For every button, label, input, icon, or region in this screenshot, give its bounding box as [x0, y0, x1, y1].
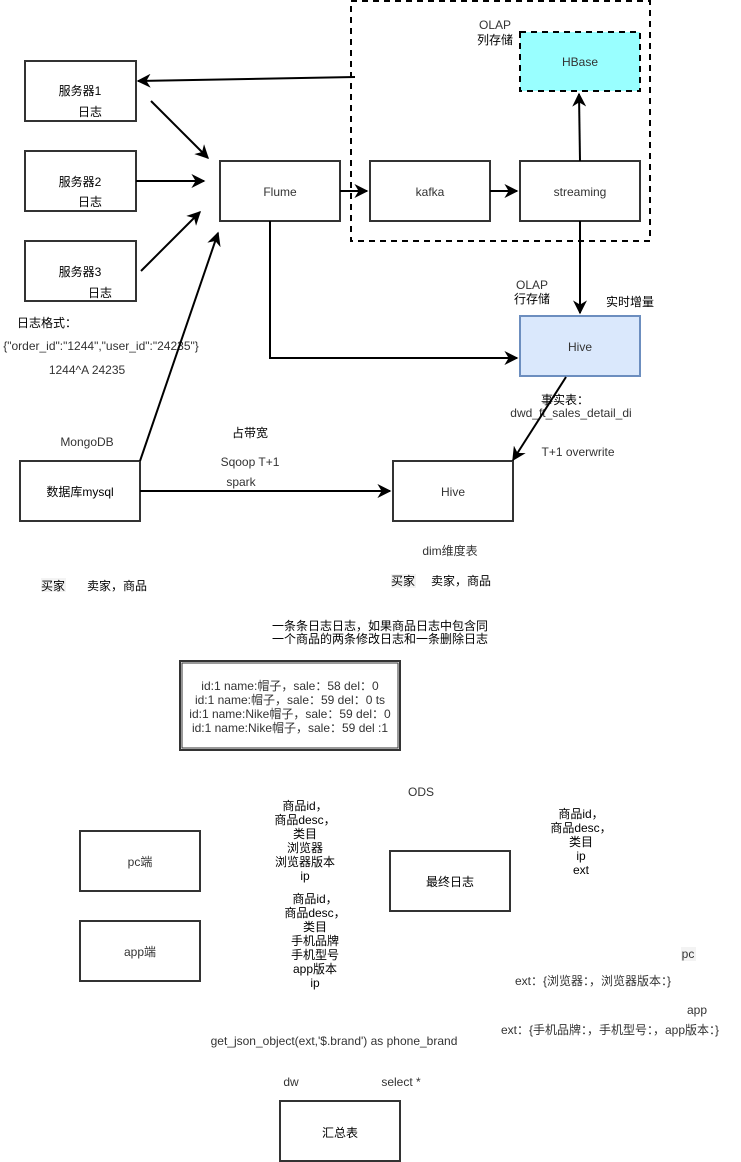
server1-label: 服务器1: [59, 83, 102, 98]
streaming-node[interactable]: streaming: [519, 160, 641, 222]
field-item: 类目: [569, 835, 593, 849]
hbase-box: [519, 31, 641, 92]
hive-realtime-node[interactable]: Hive: [519, 315, 641, 377]
log-format-json: {"order_id":"1244","user_id":"24235"}: [3, 339, 199, 353]
ods-label: ODS: [408, 785, 434, 799]
summary-table-label: 汇总表: [322, 1126, 358, 1140]
pc-label: pc端: [128, 855, 153, 869]
field-item: 商品id，: [558, 806, 603, 821]
field-item: 商品desc，: [550, 820, 611, 835]
field-item: ext: [573, 863, 590, 877]
field-item: ip: [576, 849, 586, 863]
server2-node[interactable]: 服务器2 日志: [24, 150, 137, 212]
server1-node[interactable]: 服务器1 日志: [24, 60, 137, 122]
server2-sublabel: 日志: [78, 195, 102, 209]
streaming-label: streaming: [554, 185, 607, 199]
field-item: 类目: [303, 920, 327, 934]
summary-table-node[interactable]: 汇总表: [279, 1100, 401, 1162]
edge-mysql-to-flume[interactable]: [139, 231, 221, 462]
sqoop-label: Sqoop T+1: [221, 455, 280, 469]
hbase-label: HBase: [562, 55, 598, 69]
realtime-group-container[interactable]: [350, 0, 651, 242]
left-buyer-label: 买家: [41, 578, 65, 593]
field-item: ip: [310, 976, 320, 990]
realtime-increment-label: 实时增量: [606, 294, 654, 309]
server3-node[interactable]: 服务器3 日志: [24, 240, 137, 302]
left-seller-label: 卖家，商品: [87, 578, 147, 593]
final-log-label: 最终日志: [426, 874, 474, 889]
flume-label: Flume: [263, 185, 297, 199]
flume-node[interactable]: Flume: [219, 160, 341, 222]
pc-node[interactable]: pc端: [79, 830, 201, 892]
app-label: app端: [124, 945, 156, 959]
mysql-label: 数据库mysql: [46, 484, 113, 499]
log-format-raw: 1244^A 24235: [49, 363, 126, 377]
mysql-node[interactable]: 数据库mysql: [19, 460, 141, 522]
right-seller-label: 卖家，商品: [431, 573, 491, 588]
field-item: 类目: [293, 827, 317, 841]
field-item: 浏览器版本: [275, 854, 335, 869]
right-buyer-label: 买家: [391, 573, 415, 588]
dw-label: dw: [283, 1075, 299, 1089]
fact-table-name: dwd_ft_sales_detail_di: [510, 406, 631, 420]
hive-dim-label: Hive: [441, 485, 465, 499]
app-ext-label: ext：{手机品牌：，手机型号：，app版本：}: [501, 1023, 719, 1037]
server2-label: 服务器2: [59, 174, 102, 189]
server3-label: 服务器3: [59, 264, 102, 279]
t1-overwrite-label: T+1 overwrite: [541, 445, 614, 459]
final-log-node[interactable]: 最终日志: [389, 850, 511, 912]
edge-realtime-to-server1[interactable]: [136, 73, 356, 88]
app-tag: app: [687, 1003, 707, 1017]
edge-hive-to-hive-dim[interactable]: [512, 376, 567, 462]
edge-server3-to-flume[interactable]: [140, 211, 201, 272]
hbase-node[interactable]: HBase: [519, 31, 641, 92]
log-format-title: 日志格式：: [17, 315, 77, 330]
get-json-label: get_json_object(ext,'$.brand') as phone_…: [211, 1034, 458, 1048]
log-record: id:1 name:帽子，sale：58 del：0: [201, 678, 379, 693]
kafka-label: kafka: [416, 185, 445, 199]
edge-flume-to-hive[interactable]: [269, 221, 519, 365]
dim-table-label: dim维度表: [422, 543, 477, 558]
pc-tag-highlight: [681, 947, 696, 961]
app-node[interactable]: app端: [79, 920, 201, 982]
olap-column-label: OLAP: [479, 18, 511, 32]
edge-streaming-to-hbase[interactable]: [572, 92, 587, 162]
right-buyer-highlight: [391, 574, 416, 588]
log-record: id:1 name:帽子，sale：59 del：0 ts: [195, 692, 385, 707]
kafka-node[interactable]: kafka: [369, 160, 491, 222]
log-note-line1: 一条条日志日志，如果商品日志中包含同: [272, 618, 488, 633]
field-item: ip: [300, 869, 310, 883]
field-item: 商品id，: [282, 798, 327, 813]
log-note-line2: 一个商品的两条修改日志和一条删除日志: [272, 631, 488, 646]
server3-sublabel: 日志: [88, 286, 112, 300]
pc-ext-label: ext：{浏览器：，浏览器版本：}: [515, 973, 671, 988]
log-record: id:1 name:Nike帽子，sale：59 del :1: [192, 720, 388, 735]
select-all-label: select *: [381, 1075, 421, 1089]
olap-column-sublabel: 列存储: [477, 32, 513, 47]
left-buyer-highlight: [41, 578, 66, 592]
field-item: 商品desc，: [284, 905, 345, 920]
field-item: 浏览器: [287, 840, 323, 855]
field-item: 手机型号: [291, 948, 339, 962]
field-item: app版本: [293, 962, 337, 976]
olap-row-label: OLAP: [516, 278, 548, 292]
spark-label: spark: [226, 475, 256, 489]
server1-sublabel: 日志: [78, 105, 102, 119]
bandwidth-label: 占带宽: [232, 425, 268, 440]
mongodb-label: MongoDB: [60, 435, 113, 449]
edge-server1-to-flume[interactable]: [150, 100, 209, 159]
hive-dim-node[interactable]: Hive: [392, 460, 514, 522]
field-item: 商品id，: [292, 891, 337, 906]
field-item: 商品desc，: [274, 812, 335, 827]
pc-tag: pc: [682, 947, 695, 961]
log-record: id:1 name:Nike帽子，sale：59 del：0: [189, 706, 391, 721]
log-records-box[interactable]: id:1 name:帽子，sale：58 del：0 id:1 name:帽子，…: [179, 660, 401, 751]
hive-realtime-label: Hive: [568, 340, 592, 354]
olap-row-sublabel: 行存储: [514, 291, 550, 306]
field-item: 手机品牌: [291, 934, 339, 948]
